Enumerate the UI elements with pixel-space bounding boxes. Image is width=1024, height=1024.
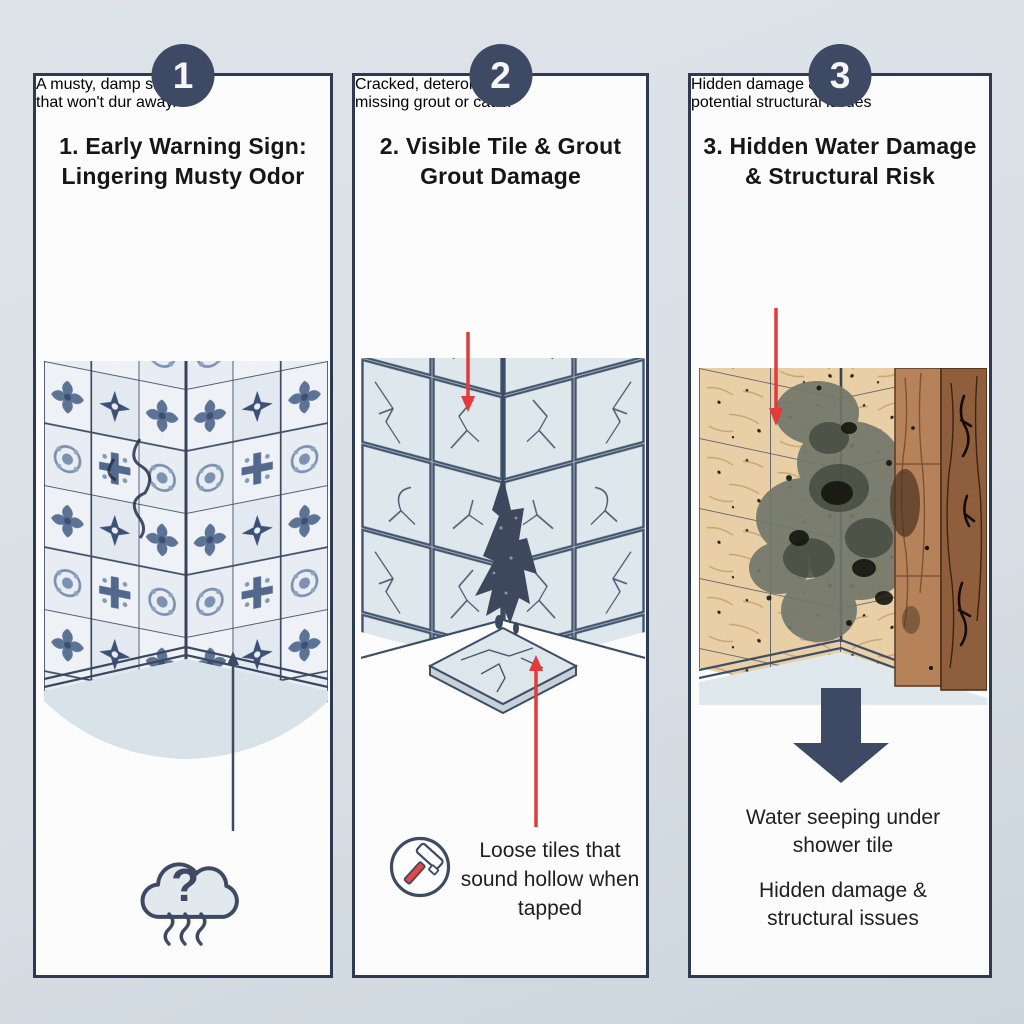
step-number: 2 [490, 54, 511, 96]
step-number-badge: 3 [808, 44, 872, 107]
panel-title-line1: 3. Hidden Water Damage [703, 133, 977, 159]
panel-musty-odor: 1 1. Early Warning Sign: Lingering Musty… [33, 44, 333, 978]
panel-title-line2: Grout Damage [420, 163, 581, 189]
caption-line2: sound hollow when [460, 868, 640, 891]
panel-subtitle-line1: A musty, damp smell [36, 76, 183, 93]
caption-line2: shower tile [792, 834, 894, 857]
cloud-question-icon: ? [140, 859, 239, 946]
step-number-badge: 2 [469, 44, 532, 107]
caption-line1: Water seeping under [745, 806, 941, 829]
caption-line3: tapped [517, 897, 583, 920]
wood-cracks [957, 394, 976, 647]
panel-title-line2: & Structural Risk [744, 163, 935, 189]
panel-title-line1: 1. Early Warning Sign: [59, 133, 307, 159]
panel-title: 2. Visible Tile & Grout Grout Damage [355, 131, 646, 191]
red-arrow-down-icon [769, 308, 783, 426]
caption-line2: structural issues [767, 907, 919, 930]
panel-caption-hidden: Hidden damage & structural issues [701, 877, 985, 933]
caption-line1: Loose tiles that [479, 839, 621, 862]
cracked-tile-corner-illustration [361, 358, 646, 718]
pointer-arrow-up-icon [227, 651, 239, 831]
panel-subtitle-line2: that won't dur away. [36, 94, 177, 111]
mold-damage-corner-illustration [699, 368, 987, 705]
panel-caption: Loose tiles that sound hollow when tappe… [452, 836, 648, 923]
hammer-icon [389, 836, 451, 898]
step-number: 1 [172, 54, 194, 96]
panel-title-line1: 2. Visible Tile & Grout [379, 133, 622, 159]
red-arrow-down-icon [461, 332, 475, 412]
loose-tile [427, 626, 579, 715]
panel-hidden-water-damage: 3 3. Hidden Water Damage & Structural Ri… [688, 44, 992, 978]
step-number: 3 [829, 54, 851, 96]
steam-icon [163, 912, 207, 946]
panel-caption-water: Water seeping under shower tile [701, 804, 985, 860]
red-arrow-up-icon [529, 655, 543, 827]
panel-subtitle-line1: Hidden damage & [691, 76, 820, 93]
caption-line1: Hidden damage & [758, 879, 928, 902]
step-number-badge: 1 [151, 44, 215, 107]
panel-title: 3. Hidden Water Damage & Structural Risk [691, 131, 989, 191]
panel-title: 1. Early Warning Sign: Lingering Musty O… [36, 131, 330, 191]
panel-title-line2: Lingering Musty Odor [61, 163, 305, 189]
question-mark: ? [171, 859, 199, 911]
patterned-tile-corner-illustration [44, 361, 328, 759]
ink-scribble [107, 438, 152, 539]
wood-studs [890, 368, 987, 691]
panel-tile-grout-damage: 2 2. Visible Tile & Grout Grout Damage C… [352, 44, 649, 978]
down-block-arrow-icon [793, 688, 889, 783]
panel-subtitle-line2: missing grout or caulk [355, 94, 511, 111]
